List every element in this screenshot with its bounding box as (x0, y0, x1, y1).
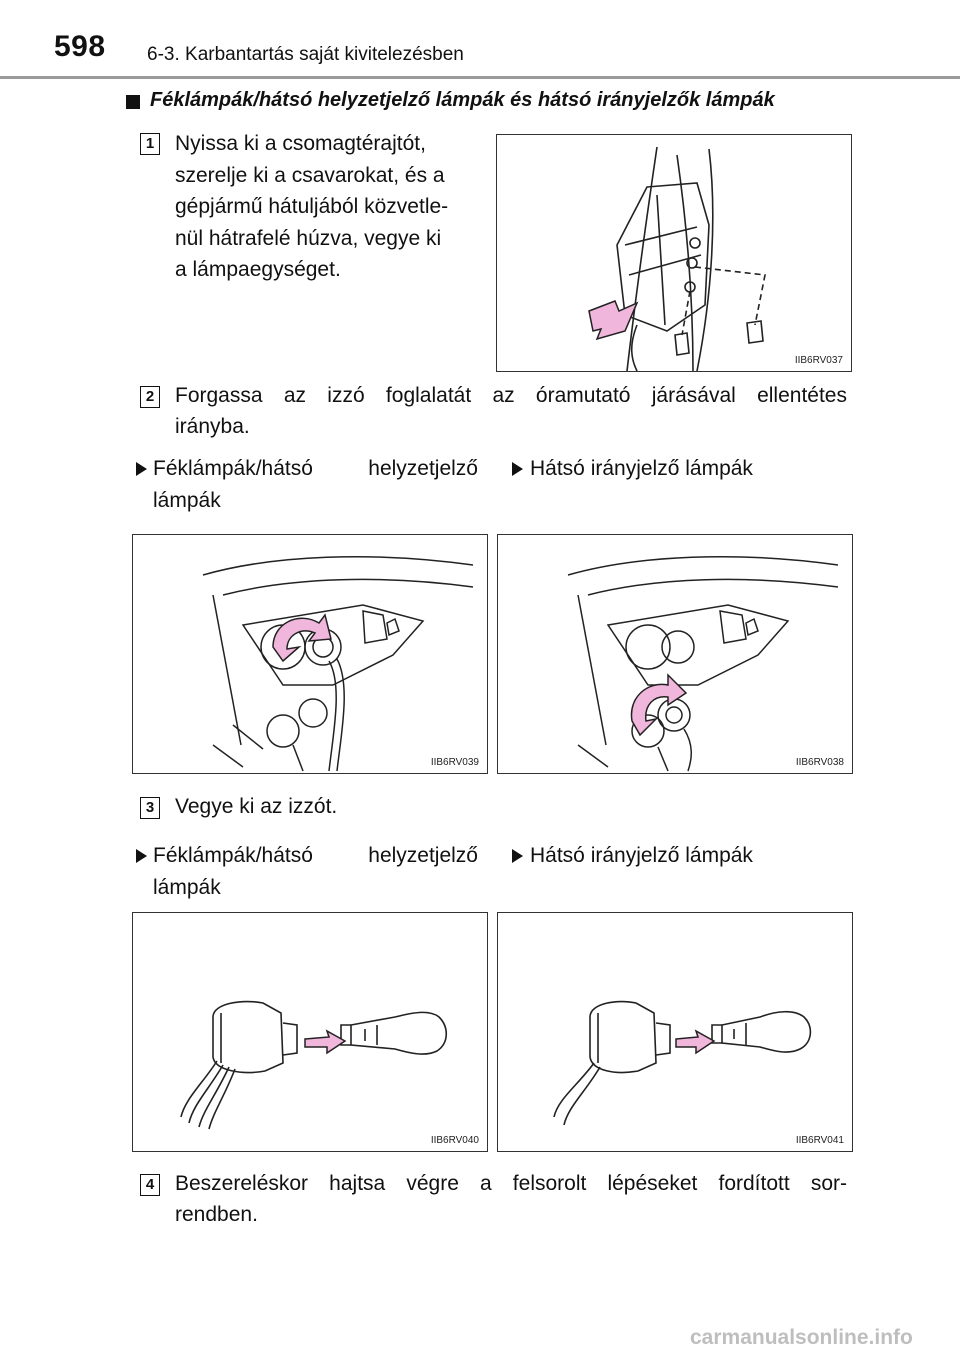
figure-code: IIB6RV039 (430, 757, 479, 768)
section-heading: Féklámpák/hátsó helyzetjelző lámpák és h… (150, 89, 775, 111)
watermark: carmanualsonline.info (690, 1326, 913, 1349)
triangle-bullet-icon (512, 849, 523, 863)
step-2-text: Forgassa az izzó foglalatát az óramutató… (175, 380, 847, 443)
pull-direction-arrow-icon (588, 300, 639, 341)
step-3-text: Vegye ki az izzót. (175, 795, 338, 818)
figure-bulb-removal-stop: IIB6RV040 (132, 912, 488, 1152)
step-1-line: a lámpaegységet. (175, 258, 341, 281)
step-1-line: nül hátrafelé húzva, vegye ki (175, 226, 442, 250)
sub-label-turn-lamps: Hátsó irányjelző lámpák (530, 844, 753, 867)
step-2-line: Forgassa az izzó foglalatát az óramutató… (175, 384, 847, 407)
figure-socket-rotate-stop: IIB6RV039 (132, 534, 488, 774)
header-divider (0, 76, 960, 79)
pull-out-arrow-icon (304, 1029, 347, 1055)
section-bullet-icon (126, 95, 140, 109)
triangle-bullet-icon (512, 462, 523, 476)
pull-out-arrow-icon (675, 1029, 716, 1055)
step-4-line: Beszereléskor hajtsa végre a felsorolt l… (175, 1172, 847, 1195)
step-number-3: 3 (140, 797, 160, 819)
socket-rotate-illustration (202, 555, 474, 772)
rotate-ccw-arrow-icon (630, 673, 688, 737)
triangle-bullet-icon (136, 462, 147, 476)
lamp-removal-illustration (588, 146, 766, 371)
chapter-title: 6-3. Karbantartás saját kivitelezésben (147, 44, 464, 65)
sub-label-line: lámpák (153, 489, 221, 512)
step-1-text: Nyissa ki a csomagtérajtót, szerelje ki … (175, 128, 478, 286)
step-1-line: gépjármű hátuljából közvetle- (175, 195, 449, 218)
step-2-line: irányba. (175, 415, 250, 438)
step-1-line: szerelje ki a csavarokat, és a (175, 163, 445, 187)
step-1-line: Nyissa ki a csomagtérajtót, (175, 132, 426, 155)
socket-rotate-illustration (567, 555, 839, 772)
figure-lamp-removal: IIB6RV037 (496, 134, 852, 372)
sub-label-line: Féklámpák/hátsó helyzetjelző (153, 844, 478, 867)
sub-label-line: Féklámpák/hátsó helyzetjelző (153, 457, 478, 480)
sub-label-stop-lamps: Féklámpák/hátsó helyzetjelző lámpák (153, 840, 478, 904)
step-4-text: Beszereléskor hajtsa végre a felsorolt l… (175, 1168, 847, 1231)
rotate-ccw-arrow-icon (272, 613, 332, 663)
figure-code: IIB6RV041 (795, 1135, 844, 1146)
triangle-bullet-icon (136, 849, 147, 863)
step-4-line: rendben. (175, 1203, 258, 1226)
figure-code: IIB6RV038 (795, 757, 844, 768)
page-number: 598 (54, 30, 106, 63)
step-number-1: 1 (140, 133, 160, 155)
step-number-2: 2 (140, 386, 160, 408)
step-number-4: 4 (140, 1174, 160, 1196)
figure-code: IIB6RV040 (430, 1135, 479, 1146)
figure-socket-rotate-turn: IIB6RV038 (497, 534, 853, 774)
figure-code: IIB6RV037 (794, 355, 843, 366)
sub-label-stop-lamps: Féklámpák/hátsó helyzetjelző lámpák (153, 453, 478, 517)
bulb-removal-illustration (553, 1000, 812, 1126)
sub-label-turn-lamps: Hátsó irányjelző lámpák (530, 457, 753, 480)
bulb-removal-illustration (180, 1000, 448, 1130)
sub-label-line: lámpák (153, 876, 221, 899)
figure-bulb-removal-turn: IIB6RV041 (497, 912, 853, 1152)
